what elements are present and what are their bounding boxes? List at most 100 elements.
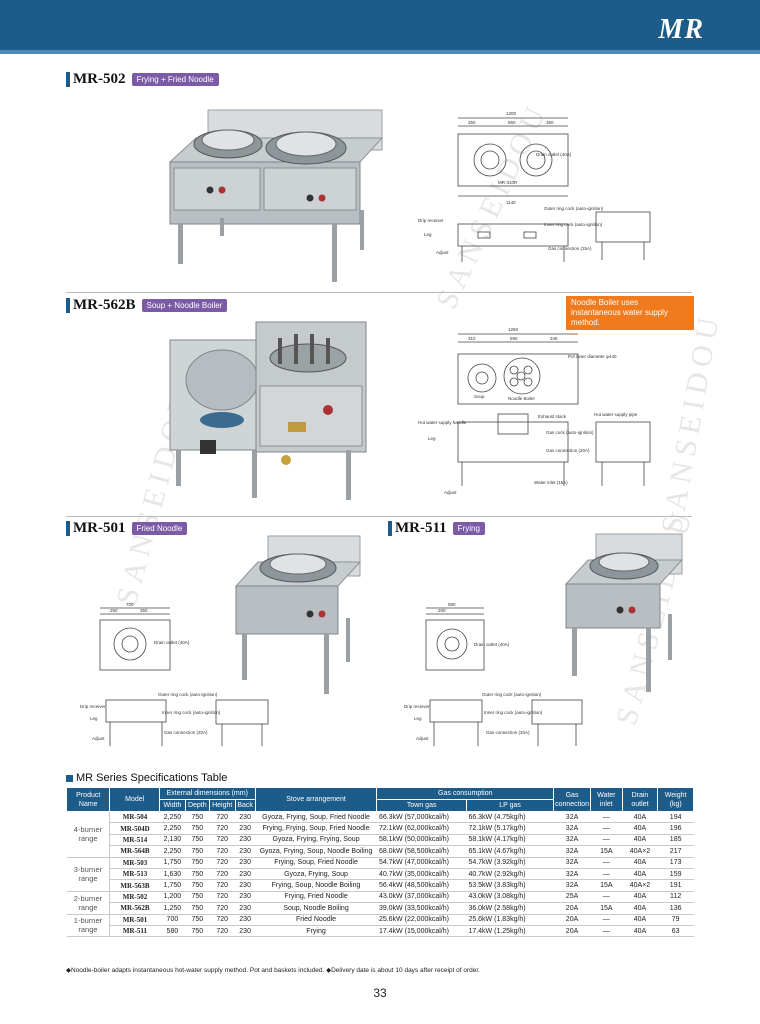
- cell-width: 2,250: [159, 845, 186, 858]
- cell-drain-outlet: 40A: [622, 902, 658, 915]
- cell-water-inlet: —: [590, 925, 623, 938]
- dim-label: 1140: [506, 200, 516, 205]
- col-town-gas: Town gas: [376, 799, 467, 812]
- cell-weight: 79: [657, 914, 694, 926]
- cell-weight: 112: [657, 891, 694, 904]
- dim-label: 250: [468, 120, 476, 125]
- cell-water-inlet: —: [590, 811, 623, 824]
- cell-stove: Gyoza, Frying, Soup, Fried Noodle: [255, 811, 377, 824]
- cell-gas-connection: 25A: [553, 891, 591, 904]
- cell-town-gas: 43.0kW (37,000kcal/h): [376, 891, 467, 904]
- model-name: MR-501: [73, 519, 126, 536]
- callout-drain: Drain outlet (40A): [536, 152, 572, 157]
- page-number: 33: [373, 986, 387, 1000]
- cell-depth: 750: [185, 845, 210, 858]
- cell-model: MR-513: [109, 868, 160, 881]
- cell-height: 720: [209, 891, 236, 904]
- model-tag: Frying + Fried Noodle: [131, 72, 219, 86]
- col-product-name: Product Name: [65, 787, 111, 812]
- col-drain-outlet: Drain outlet: [621, 787, 659, 812]
- cell-stove: Soup, Noodle Boiling: [255, 902, 377, 915]
- cell-weight: 173: [657, 857, 694, 869]
- cell-back: 230: [235, 914, 256, 926]
- cell-stove: Gyoza, Frying, Frying, Soup: [255, 834, 377, 847]
- callout-drip: Drip receiver: [80, 704, 106, 709]
- cell-lp-gas: 72.1kW (5.17kg/h): [466, 822, 554, 835]
- cell-weight: 136: [657, 902, 694, 915]
- callout-drip: Drip receiver: [404, 704, 430, 709]
- cell-back: 230: [235, 857, 256, 869]
- callout-inner-ring: Inner ring cock (auto-ignition): [484, 710, 543, 715]
- dim-label: 200: [438, 608, 446, 613]
- model-title-mr562b: MR-562B Soup + Noodle Boiler: [66, 296, 228, 314]
- group-label: 1-burner range: [66, 914, 111, 938]
- cell-drain-outlet: 40A: [622, 891, 658, 904]
- callout-model: MR-310R: [498, 180, 518, 185]
- cell-model: MR-562B: [109, 902, 160, 915]
- cell-height: 720: [209, 845, 236, 858]
- cell-depth: 750: [185, 857, 210, 869]
- diagram-mr501: 700 250 350 Drain outlet (40A) Outer rin…: [80, 602, 269, 746]
- dim-label: 345: [550, 336, 558, 341]
- cell-depth: 750: [185, 891, 210, 904]
- callout-leg: Leg: [90, 716, 98, 721]
- cell-drain-outlet: 40A×2: [622, 879, 658, 892]
- cell-town-gas: 54.7kW (47,000kcal/h): [376, 857, 467, 869]
- callout-inner-ring: Inner ring cock (auto-ignition): [544, 222, 603, 227]
- table-row: 2-burner range MR-502 1,200 750 720 230 …: [66, 891, 694, 915]
- table-row: MR-513 1,630 750 720 230 Gyoza, Frying, …: [67, 868, 694, 881]
- cell-depth: 750: [185, 879, 210, 892]
- dim-label: 350: [546, 120, 554, 125]
- spec-title-text: MR Series Specifications Table: [76, 772, 228, 784]
- cell-lp-gas: 43.0kW (3.08kg/h): [466, 891, 554, 904]
- cell-model: MR-514: [109, 834, 160, 847]
- diagram-mr511: 580 200 Drain outlet (40A) Outer ring co…: [404, 602, 583, 746]
- cell-back: 230: [235, 902, 256, 915]
- cell-back: 230: [235, 845, 256, 858]
- cell-width: 1,750: [159, 857, 186, 869]
- dim-label: 310: [468, 336, 476, 341]
- col-stove: Stove arrangement: [254, 787, 378, 812]
- callout-drip: Drip receiver: [418, 218, 444, 223]
- cell-lp-gas: 25.6kW (1.83kg/h): [466, 914, 554, 926]
- cell-town-gas: 66.3kW (57,000kcal/h): [376, 811, 467, 824]
- cell-water-inlet: —: [590, 914, 623, 926]
- cell-height: 720: [209, 834, 236, 847]
- col-height: Height: [208, 799, 236, 812]
- callout-adjust: Adjust: [416, 736, 429, 741]
- cell-model: MR-511: [109, 925, 160, 938]
- cell-gas-connection: 32A: [553, 822, 591, 835]
- cell-water-inlet: 15A: [590, 879, 623, 892]
- cell-height: 720: [209, 925, 236, 938]
- model-tag: Fried Noodle: [131, 521, 188, 535]
- callout-leg: Leg: [414, 716, 422, 721]
- callout-pot: Pot inner diameter φ440: [568, 354, 617, 359]
- cell-stove: Frying, Soup, Fried Noodle: [255, 857, 377, 869]
- cell-lp-gas: 17.4kW (1.25kg/h): [466, 925, 554, 938]
- dim-width: 700: [126, 602, 134, 607]
- callout-stack: Exhaust stack: [538, 414, 567, 419]
- callout-adjust: Adjust: [444, 490, 457, 495]
- model-name: MR-511: [395, 519, 447, 536]
- cell-weight: 217: [657, 845, 694, 858]
- cell-weight: 185: [657, 834, 694, 847]
- cell-drain-outlet: 40A×2: [622, 845, 658, 858]
- spec-table: Product Name Model External dimensions (…: [65, 787, 694, 938]
- cell-weight: 159: [657, 868, 694, 881]
- cell-lp-gas: 36.0kW (2.58kg/h): [466, 902, 554, 915]
- title-marker: [66, 774, 73, 782]
- cell-width: 2,130: [159, 834, 186, 847]
- dim-label: 350: [140, 608, 148, 613]
- cell-town-gas: 39.0kW (33,500kcal/h): [376, 902, 467, 915]
- table-row: MR-504D 2,250 750 720 230 Frying, Frying…: [67, 822, 694, 835]
- cell-weight: 194: [657, 811, 694, 824]
- callout-gas-cock: Gas cock (auto-ignition): [546, 430, 594, 435]
- group-label: 2-burner range: [66, 891, 111, 915]
- col-width: Width: [158, 799, 186, 812]
- cell-lp-gas: 40.7kW (2.92kg/h): [466, 868, 554, 881]
- callout-drain: Drain outlet (40A): [474, 642, 510, 647]
- dim-label: 590: [510, 336, 518, 341]
- model-name: MR-562B: [73, 296, 136, 313]
- cell-drain-outlet: 40A: [622, 811, 658, 824]
- col-lp-gas: LP gas: [465, 799, 555, 812]
